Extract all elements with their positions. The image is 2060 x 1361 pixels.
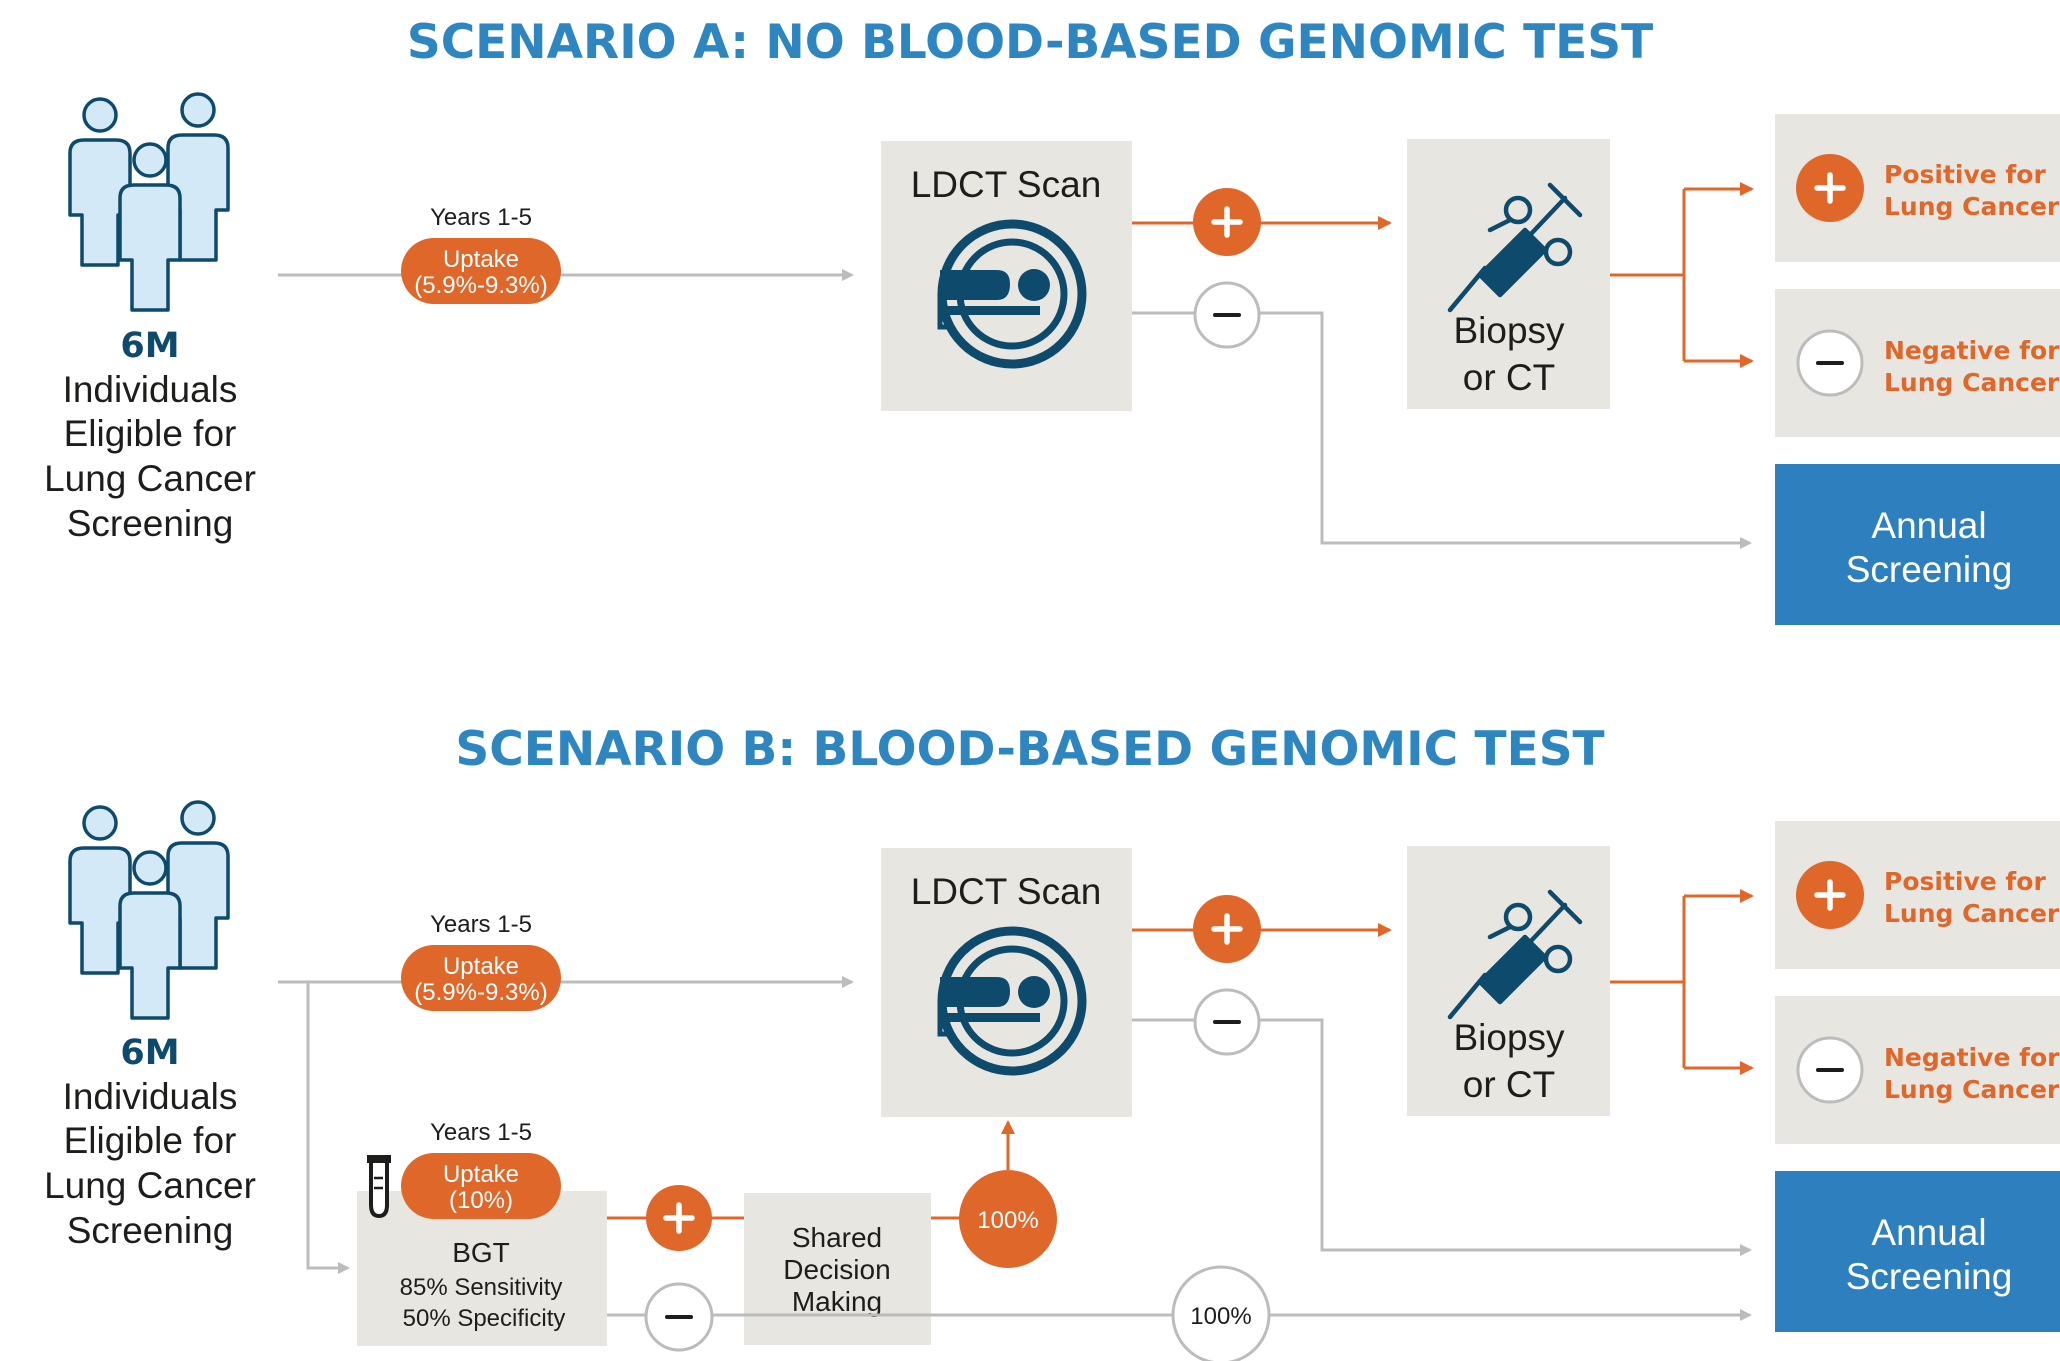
uptake-label: Uptake	[443, 246, 519, 273]
people-icon	[70, 94, 228, 310]
bgt-years-label: Years 1-5	[430, 1119, 532, 1146]
sdm-label-line3: Making	[792, 1286, 882, 1317]
population-count: 6M	[120, 1033, 179, 1073]
annual-label-line1: Annual	[1871, 1212, 1986, 1253]
negative-label-line2: Lung Cancer	[1884, 368, 2060, 397]
annual-screening-box	[1775, 464, 2060, 625]
positive-label-line2: Lung Cancer	[1884, 192, 2060, 221]
bgt-uptake-label: Uptake	[443, 1161, 519, 1188]
scenario-b-population: 6M Individuals Eligible for Lung Cancer …	[44, 802, 256, 1251]
biopsy-label-line2: or CT	[1463, 357, 1556, 398]
bgt-uptake-pill	[401, 1153, 561, 1219]
biopsy-label-line1: Biopsy	[1453, 1017, 1565, 1058]
bgt-uptake-value: (10%)	[449, 1187, 513, 1214]
ldct-scan-label: LDCT Scan	[911, 164, 1102, 205]
uptake-range: (5.9%-9.3%)	[414, 979, 547, 1006]
scenario-a-population: 6M Individuals Eligible for Lung Cancer …	[44, 94, 256, 544]
population-count: 6M	[120, 326, 179, 366]
scenario-b-title: SCENARIO B: BLOOD-BASED GENOMIC TEST	[455, 722, 1604, 777]
people-icon	[70, 802, 228, 1018]
to-annual-percent: 100%	[1190, 1303, 1251, 1330]
population-label-line3: Lung Cancer	[44, 458, 256, 499]
sdm-label-line1: Shared	[792, 1222, 882, 1253]
flow-arrow-to-bgt	[306, 982, 350, 1274]
population-label-line2: Eligible for	[64, 413, 237, 454]
scenario-a-title: SCENARIO A: NO BLOOD-BASED GENOMIC TEST	[407, 15, 1653, 70]
annual-label-line1: Annual	[1871, 505, 1986, 546]
positive-label-line1: Positive for	[1884, 867, 2046, 896]
annual-screening-box	[1775, 1171, 2060, 1332]
bgt-sensitivity: 85% Sensitivity	[400, 1274, 563, 1301]
years-label: Years 1-5	[430, 204, 532, 231]
shared-decision-box	[744, 1193, 931, 1345]
positive-label-line1: Positive for	[1884, 160, 2046, 189]
population-label-line3: Lung Cancer	[44, 1165, 256, 1206]
to-annual-percent-badge	[1171, 1265, 1271, 1361]
annual-label-line2: Screening	[1846, 549, 2013, 590]
uptake-label: Uptake	[443, 953, 519, 980]
years-label: Years 1-5	[430, 911, 532, 938]
annual-label-line2: Screening	[1846, 1256, 2013, 1297]
sdm-label-line2: Decision	[783, 1254, 890, 1285]
biopsy-label-line2: or CT	[1463, 1064, 1556, 1105]
population-label-line4: Screening	[67, 503, 234, 544]
bgt-label: BGT	[452, 1237, 510, 1268]
negative-label-line1: Negative for	[1884, 1043, 2060, 1072]
uptake-pill	[401, 238, 561, 304]
ldct-scan-label: LDCT Scan	[911, 871, 1102, 912]
population-label-line4: Screening	[67, 1210, 234, 1251]
negative-label-line2: Lung Cancer	[1884, 1075, 2060, 1104]
test-tube-icon	[367, 1155, 391, 1219]
uptake-pill	[401, 945, 561, 1011]
positive-label-line2: Lung Cancer	[1884, 899, 2060, 928]
population-label-line2: Eligible for	[64, 1120, 237, 1161]
uptake-range: (5.9%-9.3%)	[414, 272, 547, 299]
to-ldct-percent-badge	[959, 1170, 1057, 1268]
population-label-line1: Individuals	[63, 369, 238, 410]
biopsy-label-line1: Biopsy	[1453, 310, 1565, 351]
population-label-line1: Individuals	[63, 1076, 238, 1117]
negative-label-line1: Negative for	[1884, 336, 2060, 365]
to-ldct-percent: 100%	[977, 1207, 1038, 1234]
bgt-specificity: 50% Specificity	[403, 1305, 566, 1332]
